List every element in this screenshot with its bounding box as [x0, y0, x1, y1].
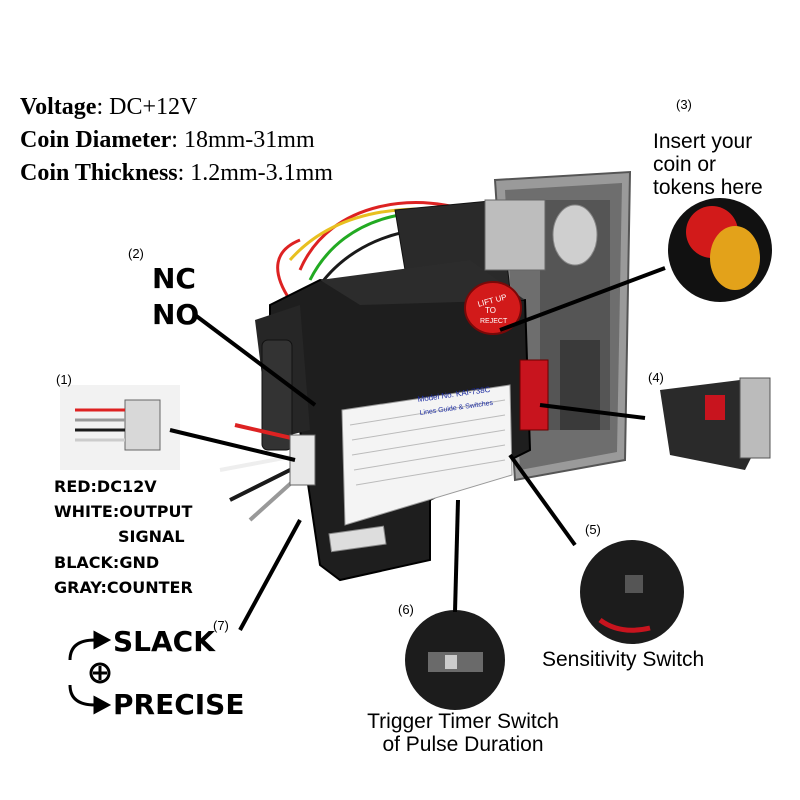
coin-slot-inset: [668, 198, 772, 302]
spec-voltage: Voltage: DC+12V: [20, 92, 197, 123]
callout-2: (2): [128, 246, 144, 261]
sensitivity-inset: [580, 540, 684, 644]
side-switch-red: [519, 359, 549, 431]
wire-white-label-2: SIGNAL: [118, 527, 185, 546]
wire-gray-label: GRAY:COUNTER: [54, 578, 193, 597]
to-text: TO: [485, 306, 496, 315]
spec-value: : 1.2mm-3.1mm: [177, 160, 333, 186]
device-side-inset: [660, 377, 771, 470]
callout-4: (4): [648, 370, 664, 385]
connector-wires: [219, 423, 302, 522]
callout-3: (3): [676, 97, 692, 112]
wire-red-label: RED:DC12V: [54, 477, 157, 496]
wire-white-label: WHITE:OUTPUT: [54, 502, 193, 521]
nc-label: NC: [152, 262, 196, 295]
spec-label: Coin Diameter: [20, 127, 172, 153]
trigger-inset: [405, 610, 505, 710]
callout-1: (1): [56, 372, 72, 387]
spec-value: : DC+12V: [96, 94, 198, 120]
callout-6: (6): [398, 602, 414, 617]
trigger-label: Trigger Timer Switch of Pulse Duration: [352, 710, 574, 756]
wire-black-label: BLACK:GND: [54, 553, 160, 572]
reject-text: REJECT: [480, 318, 508, 325]
spec-coin-diameter: Coin Diameter: 18mm-31mm: [20, 125, 315, 156]
insert-coin-text: Insert your coin or tokens here: [653, 130, 763, 199]
spec-value: : 18mm-31mm: [171, 127, 315, 153]
lift-up-button: [464, 281, 522, 335]
serial-sticker: [328, 525, 387, 553]
slack-label: SLACK: [113, 625, 215, 658]
spec-label: Coin Thickness: [20, 160, 178, 186]
insert-line-3: tokens here: [653, 176, 763, 199]
callout-5: (5): [585, 522, 601, 537]
spec-label: Voltage: [20, 94, 97, 120]
sensitivity-label: Sensitivity Switch: [542, 648, 705, 671]
precise-label: PRECISE: [113, 688, 245, 721]
callout-7: (7): [213, 618, 229, 633]
no-label: NO: [152, 298, 200, 331]
mode-arrows: [68, 630, 112, 715]
pointer-lines: [169, 266, 666, 631]
insert-line-1: Insert your: [653, 130, 753, 153]
insert-line-2: coin or: [653, 153, 717, 176]
connector-inset: [60, 385, 180, 470]
trigger-line-2: of Pulse Duration: [382, 733, 544, 756]
trigger-line-1: Trigger Timer Switch: [367, 710, 559, 733]
spec-coin-thickness: Coin Thickness: 1.2mm-3.1mm: [20, 158, 333, 189]
label-panel: [341, 384, 513, 526]
